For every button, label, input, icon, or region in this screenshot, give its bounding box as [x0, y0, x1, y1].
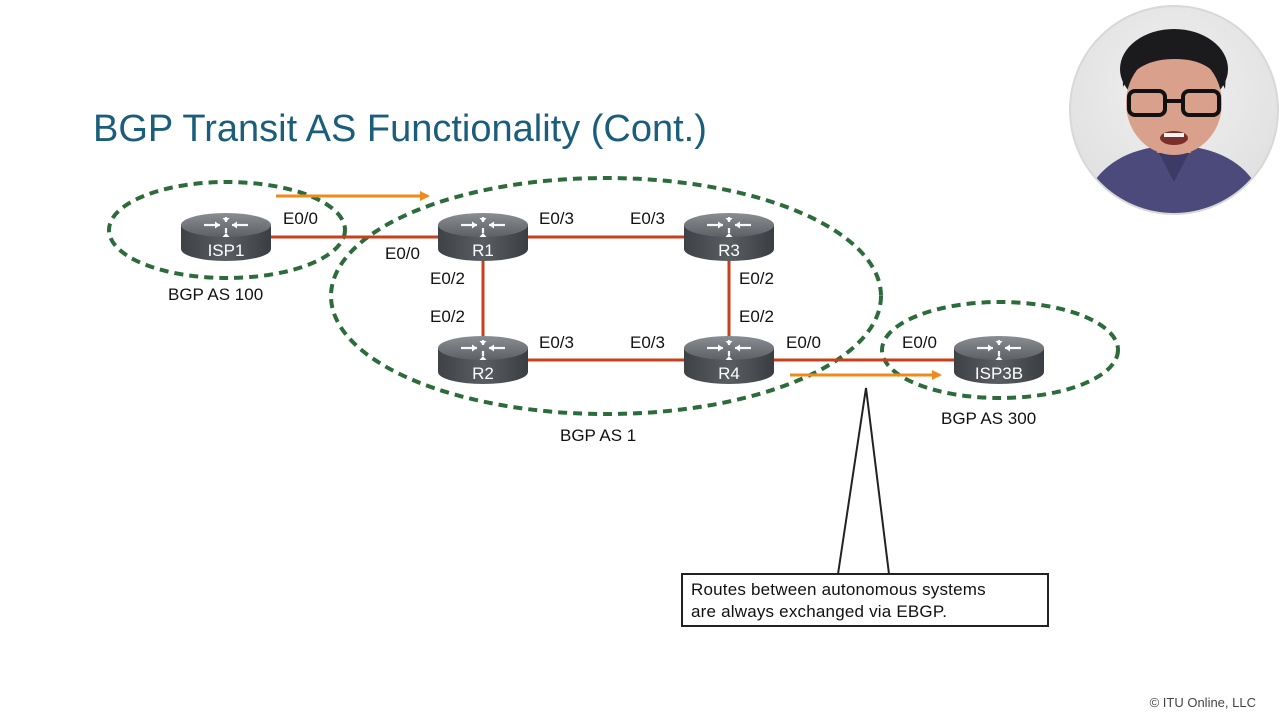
router-isp1: ISP1 — [179, 211, 273, 263]
iface-r1-e03: E0/3 — [539, 209, 574, 228]
iface-r1-e00: E0/0 — [385, 244, 420, 263]
callout-line-2: are always exchanged via EBGP. — [691, 602, 948, 621]
router-isp3b: ISP3B — [952, 334, 1046, 386]
as1-label: BGP AS 1 — [560, 426, 636, 445]
iface-r4-e03: E0/3 — [630, 333, 665, 352]
router-label: ISP1 — [208, 241, 245, 260]
router-label: ISP3B — [975, 364, 1023, 383]
presenter-avatar — [1081, 29, 1267, 213]
callout-line-1: Routes between autonomous systems — [691, 580, 986, 599]
iface-r2-e02: E0/2 — [430, 307, 465, 326]
callout-pointer — [837, 387, 890, 575]
as100-label: BGP AS 100 — [168, 285, 263, 304]
router-r2: R2 — [436, 334, 530, 386]
router-r4: R4 — [682, 334, 776, 386]
router-label: R2 — [472, 364, 494, 383]
as300-label: BGP AS 300 — [941, 409, 1036, 428]
iface-r3-e03: E0/3 — [630, 209, 665, 228]
presenter-video — [1069, 5, 1279, 215]
callout-box: Routes between autonomous systems are al… — [681, 573, 1049, 627]
router-label: R1 — [472, 241, 494, 260]
router-label: R3 — [718, 241, 740, 260]
iface-r3-e02: E0/2 — [739, 269, 774, 288]
iface-isp1-e00: E0/0 — [283, 209, 318, 228]
router-r1: R1 — [436, 211, 530, 263]
copyright: © ITU Online, LLC — [1149, 695, 1256, 710]
router-r3: R3 — [682, 211, 776, 263]
as1-boundary — [329, 176, 883, 416]
iface-r1-e02: E0/2 — [430, 269, 465, 288]
router-label: R4 — [718, 364, 740, 383]
iface-isp3b-e00: E0/0 — [902, 333, 937, 352]
as100-boundary — [107, 180, 347, 280]
slide-title: BGP Transit AS Functionality (Cont.) — [93, 108, 707, 150]
as300-boundary — [880, 300, 1120, 400]
iface-r2-e03: E0/3 — [539, 333, 574, 352]
iface-r4-e02: E0/2 — [739, 307, 774, 326]
iface-r4-e00: E0/0 — [786, 333, 821, 352]
